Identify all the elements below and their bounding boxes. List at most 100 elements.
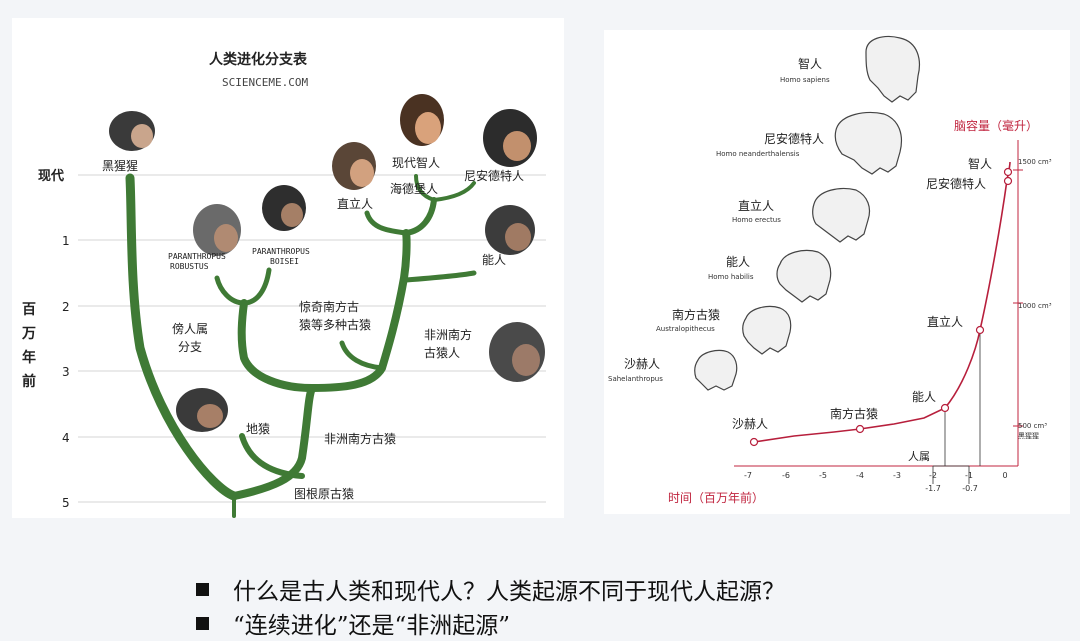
skull-name-latin: Homo sapiens <box>780 76 830 84</box>
skull-australopithecus: 南方古猿 Australopithecus <box>656 305 792 355</box>
axis-title-char: 百 <box>22 302 36 318</box>
bullet-text: 什么是古人类和现代人？人类起源不同于现代人起源？ <box>233 579 785 605</box>
label-chimpanzee: 黑猩猩 <box>102 158 138 173</box>
genus-label: 人属 <box>908 450 930 463</box>
label-afarensis: 古猿人 <box>424 345 460 360</box>
curve-label-erectus: 直立人 <box>927 314 963 329</box>
y-axis-ticks <box>1013 169 1023 427</box>
data-point-sahelanthropus <box>749 437 759 447</box>
x-tick-label: -4 <box>856 471 864 480</box>
skull-name-latin: Sahelanthropus <box>608 375 663 383</box>
brain-capacity-panel: 脑容量（毫升） 1500 cm³ 1000 cm³ 500 cm³ 黑猩猩 -7… <box>604 30 1070 514</box>
skull-neanderthal: 尼安德特人 Homo neanderthalensis <box>716 111 903 175</box>
skull-icon <box>865 35 921 103</box>
data-point-sapiens <box>1003 167 1013 177</box>
skull-sahelanthropus: 沙赫人 Sahelanthropus <box>608 349 738 391</box>
evolution-tree-panel: 现代 1 2 3 4 5 百 万 年 前 人类进化分支表 SCIENCEME.C… <box>12 18 564 518</box>
time-gridlines <box>78 174 546 503</box>
skull-name-cn: 南方古猿 <box>672 307 720 322</box>
label-robustus: ROBUSTUS <box>170 262 209 271</box>
label-boisei: BOISEI <box>270 257 299 266</box>
skull-icon <box>834 111 903 175</box>
label-australopithecus-group: 惊奇南方古 <box>299 299 359 314</box>
ardipithecus-head-icon <box>176 388 228 432</box>
skull-name-latin: Australopithecus <box>656 325 715 333</box>
label-neanderthal: 尼安德特人 <box>464 168 524 183</box>
skull-name-cn: 直立人 <box>738 198 774 213</box>
axis-label-5: 5 <box>62 496 70 510</box>
label-heidelbergensis: 海德堡人 <box>390 181 438 196</box>
skull-icon <box>742 305 792 355</box>
curve-label-australopithecus: 南方古猿 <box>830 406 878 421</box>
afarensis-head-icon <box>489 322 545 382</box>
boisei-head-icon <box>262 185 306 231</box>
bullet-text: “连续进化”还是“非洲起源” <box>233 613 511 639</box>
skull-name-cn: 能人 <box>726 255 750 269</box>
skull-icon <box>694 349 738 391</box>
sapiens-head-icon <box>400 94 444 146</box>
y-tick-label: 500 cm³ <box>1018 422 1047 430</box>
label-erectus: 直立人 <box>337 196 373 211</box>
axis-title-char: 前 <box>22 373 36 390</box>
label-paranthropus-branch: 傍人属 <box>172 321 208 336</box>
axis-title-char: 年 <box>22 349 36 366</box>
robustus-head-icon <box>193 204 241 256</box>
bullet-item: 什么是古人类和现代人？人类起源不同于现代人起源？ <box>196 572 1056 606</box>
axis-label-4: 4 <box>62 431 70 445</box>
erectus-head-icon <box>332 142 376 190</box>
skull-name-cn: 智人 <box>798 56 822 71</box>
skull-icon <box>776 249 832 303</box>
skull-sapiens: 智人 Homo sapiens <box>780 35 921 103</box>
axis-label-modern: 现代 <box>38 168 64 184</box>
data-point-australopithecus <box>855 424 865 434</box>
x-tick-label: -7 <box>744 471 752 480</box>
skull-habilis: 能人 Homo habilis <box>708 249 832 303</box>
curve-label-sahelanthropus: 沙赫人 <box>732 417 768 431</box>
x-tick-label: -6 <box>782 471 790 480</box>
axis-label-2: 2 <box>62 300 70 314</box>
bullet-item: “连续进化”还是“非洲起源” <box>196 606 1056 640</box>
skull-name-cn: 尼安德特人 <box>764 131 824 146</box>
axis-label-1: 1 <box>62 234 70 248</box>
label-afarensis: 非洲南方 <box>424 327 472 342</box>
x-subtick-label: -0.7 <box>962 484 978 493</box>
x-tick-label: 0 <box>1002 471 1007 480</box>
curve-label-neanderthal: 尼安德特人 <box>926 176 986 191</box>
skull-icon <box>812 187 871 243</box>
label-boisei: PARANTHROPUS <box>252 247 310 256</box>
genus-bracket <box>932 330 981 484</box>
x-tick-label: -5 <box>819 471 827 480</box>
axis-label-3: 3 <box>62 365 70 379</box>
skull-name-latin: Homo habilis <box>708 273 754 281</box>
y-tick-label: 1500 cm³ <box>1018 158 1052 166</box>
brain-capacity-chart: 脑容量（毫升） 1500 cm³ 1000 cm³ 500 cm³ 黑猩猩 -7… <box>608 35 1052 505</box>
tree-title: 人类进化分支表 <box>209 51 308 68</box>
data-point-habilis <box>940 403 950 413</box>
label-ardipithecus: 地猿 <box>246 421 270 436</box>
bullet-square-icon <box>196 582 209 596</box>
y-tick-note: 黑猩猩 <box>1018 431 1039 440</box>
chimpanzee-head-icon <box>109 111 155 151</box>
x-tick-label: -3 <box>893 471 901 480</box>
label-habilis: 能人 <box>482 253 506 267</box>
tree-source: SCIENCEME.COM <box>222 76 308 89</box>
data-point-erectus <box>975 325 985 335</box>
x-axis-title: 时间（百万年前） <box>668 490 764 505</box>
skull-erectus: 直立人 Homo erectus <box>732 187 871 243</box>
phylogeny-branches <box>125 173 477 518</box>
label-robustus: PARANTHROPUS <box>168 252 226 261</box>
x-axis-ticks: -7 -6 -5 -4 -3 -2 -1 0 -1.7 -0.7 <box>744 471 1008 493</box>
brain-capacity-curve <box>753 161 1011 443</box>
label-sapiens: 现代智人 <box>392 155 440 170</box>
label-paranthropus-branch: 分支 <box>178 340 202 354</box>
data-point-neanderthal <box>1003 176 1013 186</box>
label-australopithecus-group: 猿等多种古猿 <box>299 317 371 332</box>
bullet-square-icon <box>196 616 209 630</box>
x-subtick-label: -1.7 <box>925 484 941 493</box>
neanderthal-head-icon <box>483 109 537 167</box>
label-tugen: 图根原古猿 <box>294 486 354 501</box>
skull-name-cn: 沙赫人 <box>624 357 660 371</box>
skull-name-latin: Homo erectus <box>732 216 781 224</box>
label-africanus: 非洲南方古猿 <box>324 431 396 446</box>
skull-name-latin: Homo neanderthalensis <box>716 150 800 158</box>
